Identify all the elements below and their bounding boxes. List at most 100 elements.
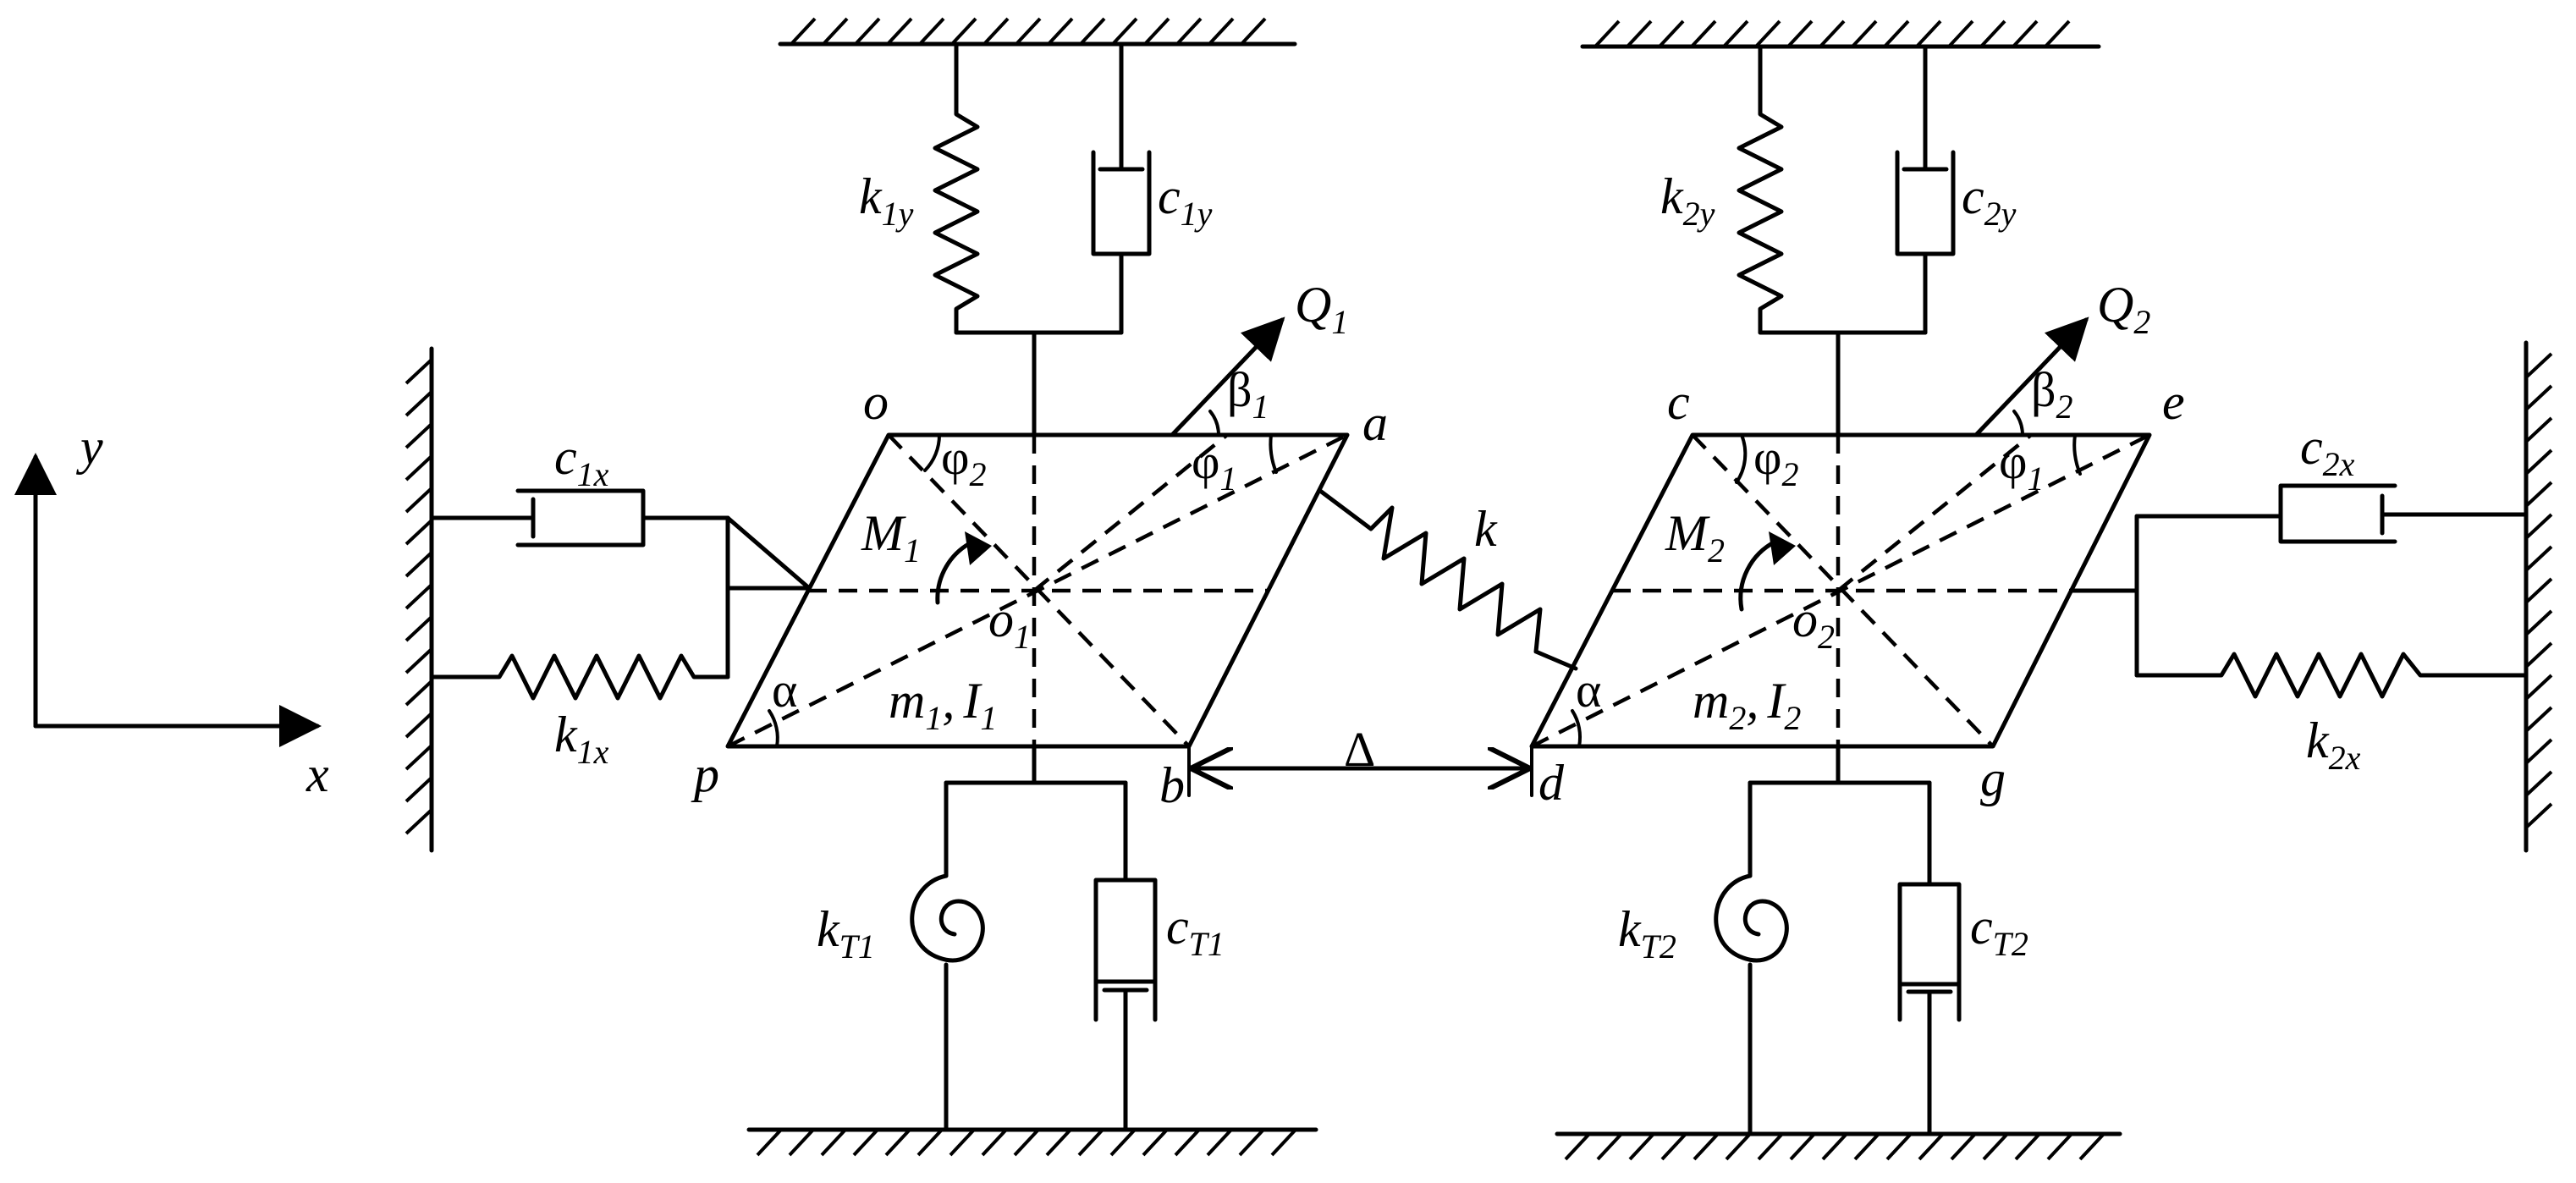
coordinate-axes: y x xyxy=(14,419,329,802)
body-1-side-suspension: c1x k1x xyxy=(429,429,811,771)
body-2-center-label: o2 xyxy=(1792,592,1835,656)
hatch-mark xyxy=(1885,1132,1913,1161)
body-2-phi2-arc xyxy=(1735,433,1748,484)
hatch-mark xyxy=(950,17,977,46)
body-2-torsion-spring xyxy=(1714,873,1789,963)
body-1-phi-right-label: φ1 xyxy=(1192,434,1236,498)
corner-label-o: o xyxy=(863,374,889,430)
gap-label: Δ xyxy=(1344,722,1375,777)
hatch-mark xyxy=(1950,1132,1977,1161)
hatch-mark xyxy=(1979,19,2006,48)
corner-label-g: g xyxy=(1980,751,2006,806)
hatch-mark xyxy=(790,17,817,46)
body-1: o a b p o1 m1,I1 M1 Q1 β1 φ2 φ1 α xyxy=(691,277,1388,813)
body-1-force-label: Q1 xyxy=(1295,277,1348,341)
hatch-mark xyxy=(405,551,433,578)
body-1-moment-arrowhead xyxy=(965,531,992,565)
wall-left xyxy=(405,346,434,853)
body-1-diagonal-pa xyxy=(726,432,1349,749)
hatch-mark xyxy=(405,583,433,610)
body-2-damper-x-cylinder xyxy=(2278,483,2397,544)
body-2-moment-arrowhead xyxy=(1769,531,1796,565)
hatch-mark xyxy=(2524,545,2553,572)
hatch-mark xyxy=(2078,1132,2105,1161)
body-1-mass-label: m1,I1 xyxy=(889,673,997,737)
hatch-mark xyxy=(1142,1128,1169,1157)
body-2-torsion-spring-label: kT2 xyxy=(1618,901,1676,966)
hatch-mark xyxy=(1013,1128,1040,1157)
body-1-center-label: o1 xyxy=(988,592,1031,656)
hatch-mark xyxy=(1786,19,1814,48)
gap-indicator: Δ xyxy=(1187,722,1533,797)
body-2-phi1-arc xyxy=(2072,433,2082,476)
body-1-spring-x xyxy=(429,653,730,701)
body-1-moment-arc xyxy=(935,539,976,605)
hatch-mark xyxy=(1593,19,1621,48)
hatch-mark xyxy=(1564,1132,1591,1161)
body-2-mass-label: m2,I2 xyxy=(1693,673,1801,737)
hatch-mark xyxy=(405,744,433,771)
hatch-mark xyxy=(2524,513,2553,540)
body-2: c e g d o2 m2,I2 M2 Q2 β2 φ2 φ1 α xyxy=(1529,277,2185,811)
hatch-mark xyxy=(2044,19,2071,48)
hatch-mark xyxy=(1982,1132,2009,1161)
body-2-bottom-suspension: kT2 cT2 xyxy=(1618,744,2028,1136)
body-2-line-to-top xyxy=(1836,433,2033,592)
hatch-mark xyxy=(1077,1128,1104,1157)
hatch-mark xyxy=(884,1128,911,1157)
hatch-mark xyxy=(1238,1128,1265,1157)
body-2-force-label: Q2 xyxy=(2097,277,2150,341)
y-axis-label: y xyxy=(75,419,103,475)
corner-label-d: d xyxy=(1538,755,1565,811)
hatch-mark xyxy=(1079,17,1106,46)
hatch-mark xyxy=(405,680,433,707)
body-2-spring-x xyxy=(2134,652,2529,699)
hatch-mark xyxy=(1947,19,1974,48)
body-2-damper-x-label: c2x xyxy=(2300,419,2355,483)
body-2-beta-label: β2 xyxy=(2031,362,2073,426)
hatch-mark xyxy=(405,615,433,642)
body-1-alpha-arc xyxy=(768,709,779,748)
hatch-mark xyxy=(2014,1132,2041,1161)
body-1-moment-label: M1 xyxy=(861,505,921,569)
body-1-bottom-suspension: kT1 cT1 xyxy=(817,744,1225,1132)
corner-label-e: e xyxy=(2162,374,2185,430)
hatch-mark xyxy=(2524,674,2553,701)
body-1-phi-left-label: φ2 xyxy=(941,430,986,493)
hatch-mark xyxy=(1015,17,1042,46)
ground-top-left xyxy=(778,17,1297,47)
hatch-mark xyxy=(1143,17,1170,46)
hatch-mark xyxy=(886,17,913,46)
hatch-mark xyxy=(820,1128,847,1157)
body-1-force-arrow xyxy=(1170,316,1285,437)
body-1-torsion-spring-label: kT1 xyxy=(817,901,875,966)
body-2-moment-arc xyxy=(1738,539,1778,612)
hatch-mark xyxy=(2524,352,2553,379)
body-2-moment-label: M2 xyxy=(1665,505,1725,569)
hatch-mark xyxy=(2524,641,2553,669)
body-1-phi1-arc xyxy=(1269,433,1278,474)
hatch-mark xyxy=(983,17,1010,46)
hatch-mark xyxy=(918,17,945,46)
body-2-beta-arc xyxy=(2012,410,2024,437)
hatch-mark xyxy=(405,808,433,835)
hatch-mark xyxy=(405,776,433,803)
hatch-mark xyxy=(1754,19,1781,48)
hatch-mark xyxy=(1596,1132,1623,1161)
hatch-mark xyxy=(1240,17,1267,46)
hatch-mark xyxy=(1175,17,1203,46)
corner-label-b: b xyxy=(1159,757,1185,813)
hatch-mark xyxy=(1821,1132,1848,1161)
body-1-side-link xyxy=(725,515,811,590)
ground-bottom-left xyxy=(746,1127,1318,1157)
hatch-mark xyxy=(1045,1128,1072,1157)
coupling-spring: k xyxy=(1318,488,1578,671)
body-1-spring-y-label: k1y xyxy=(859,168,914,233)
hatch-mark xyxy=(2524,609,2553,636)
body-1-top-suspension: k1y c1y xyxy=(859,41,1213,437)
hatch-mark xyxy=(1722,19,1749,48)
hatch-mark xyxy=(1757,1132,1784,1161)
hatch-mark xyxy=(1174,1128,1201,1157)
hatch-mark xyxy=(405,712,433,739)
